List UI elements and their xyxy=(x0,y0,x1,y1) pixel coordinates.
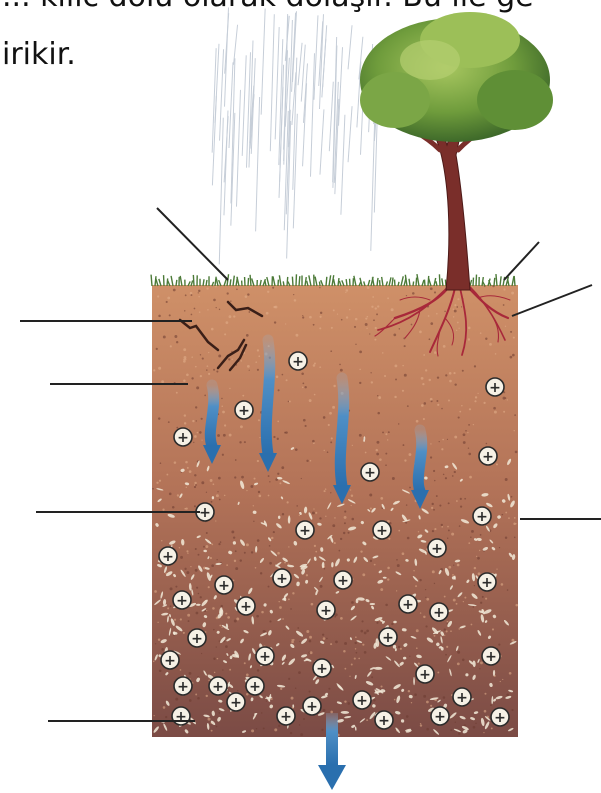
svg-text:+: + xyxy=(356,693,368,709)
rain-streaks xyxy=(212,8,378,265)
svg-text:+: + xyxy=(280,709,292,725)
svg-text:+: + xyxy=(306,699,318,715)
svg-text:+: + xyxy=(402,597,414,613)
svg-text:+: + xyxy=(175,709,187,725)
leader-line-roots xyxy=(512,285,592,316)
svg-text:+: + xyxy=(434,709,446,725)
svg-text:+: + xyxy=(230,695,242,711)
svg-text:+: + xyxy=(364,465,376,481)
svg-text:+: + xyxy=(433,605,445,621)
svg-text:+: + xyxy=(376,523,388,539)
svg-text:+: + xyxy=(238,403,250,419)
svg-text:+: + xyxy=(382,630,394,646)
svg-text:+: + xyxy=(240,599,252,615)
svg-text:+: + xyxy=(320,603,332,619)
svg-text:+: + xyxy=(292,354,304,370)
tree xyxy=(360,12,553,290)
svg-text:+: + xyxy=(378,713,390,729)
svg-text:+: + xyxy=(476,509,488,525)
svg-text:+: + xyxy=(481,575,493,591)
svg-text:+: + xyxy=(316,661,328,677)
svg-text:+: + xyxy=(337,573,349,589)
svg-text:+: + xyxy=(162,549,174,565)
svg-text:+: + xyxy=(177,430,189,446)
svg-text:+: + xyxy=(299,523,311,539)
leader-line-tree-base xyxy=(504,242,539,280)
svg-text:+: + xyxy=(259,649,271,665)
svg-text:+: + xyxy=(164,653,176,669)
svg-text:+: + xyxy=(489,380,501,396)
svg-text:+: + xyxy=(456,690,468,706)
svg-text:+: + xyxy=(482,449,494,465)
svg-text:+: + xyxy=(431,541,443,557)
svg-text:+: + xyxy=(176,593,188,609)
svg-text:+: + xyxy=(218,578,230,594)
svg-text:+: + xyxy=(485,649,497,665)
svg-text:+: + xyxy=(249,679,261,695)
svg-text:+: + xyxy=(419,667,431,683)
svg-text:+: + xyxy=(177,679,189,695)
svg-text:+: + xyxy=(212,679,224,695)
leader-line-surface xyxy=(157,208,228,280)
svg-text:+: + xyxy=(276,571,288,587)
svg-text:+: + xyxy=(494,710,506,726)
svg-text:+: + xyxy=(191,631,203,647)
svg-text:+: + xyxy=(199,505,211,521)
